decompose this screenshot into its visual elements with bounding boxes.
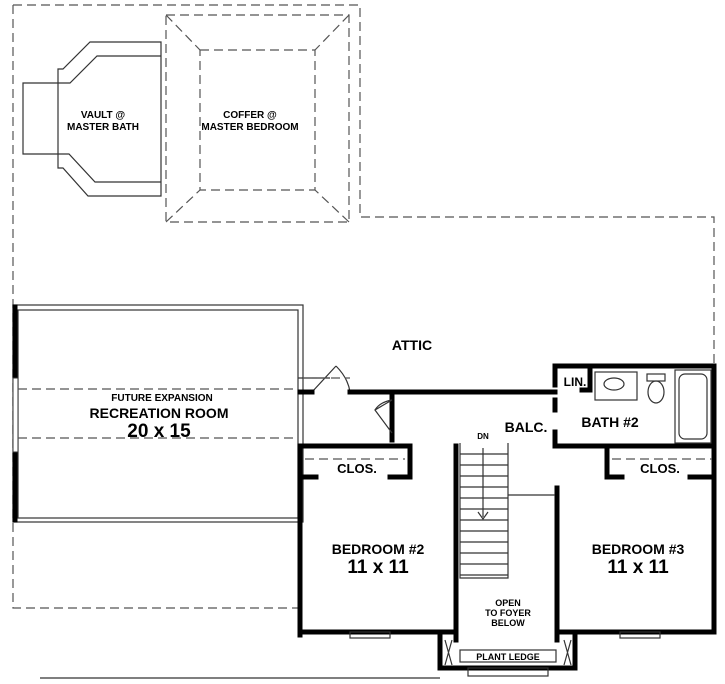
bay-window <box>40 629 661 679</box>
bath-fixtures <box>594 369 712 444</box>
vault-label-2: MASTER BATH <box>67 122 139 133</box>
stair-down-label: DN <box>477 432 489 441</box>
recreation-room <box>12 304 304 523</box>
closet-door[interactable] <box>374 399 393 434</box>
coffer-ceiling <box>165 14 350 223</box>
attic-label: ATTIC <box>392 337 432 353</box>
recreation-room-label: RECREATION ROOM <box>90 405 229 421</box>
balcony-label: BALC. <box>505 419 548 435</box>
bath2-label: BATH #2 <box>581 414 639 430</box>
attic-outline <box>12 4 715 609</box>
window <box>12 377 19 453</box>
staircase[interactable] <box>459 443 555 579</box>
bedroom2-label: BEDROOM #2 <box>332 541 425 557</box>
vault-ceiling <box>22 41 162 197</box>
linen-label: LIN. <box>564 375 587 389</box>
open-foyer-label-2: TO FOYER <box>485 608 531 618</box>
plant-ledge-label: PLANT LEDGE <box>476 652 540 662</box>
bedroom3-size: 11 x 11 <box>607 557 669 578</box>
closet3-label: CLOS. <box>640 461 680 476</box>
coffer-label-2: MASTER BEDROOM <box>201 122 298 133</box>
open-foyer-label-3: BELOW <box>491 618 525 628</box>
closet2-label: CLOS. <box>337 461 377 476</box>
coffer-label-1: COFFER @ <box>223 110 277 121</box>
open-foyer-label-1: OPEN <box>495 598 521 608</box>
attic-door[interactable] <box>298 365 351 393</box>
future-expansion-label: FUTURE EXPANSION <box>111 393 213 404</box>
bedroom3-label: BEDROOM #3 <box>592 541 685 557</box>
vault-label-1: VAULT @ <box>81 110 126 121</box>
recreation-room-size: 20 x 15 <box>127 421 191 442</box>
bedroom2-size: 11 x 11 <box>347 557 409 578</box>
